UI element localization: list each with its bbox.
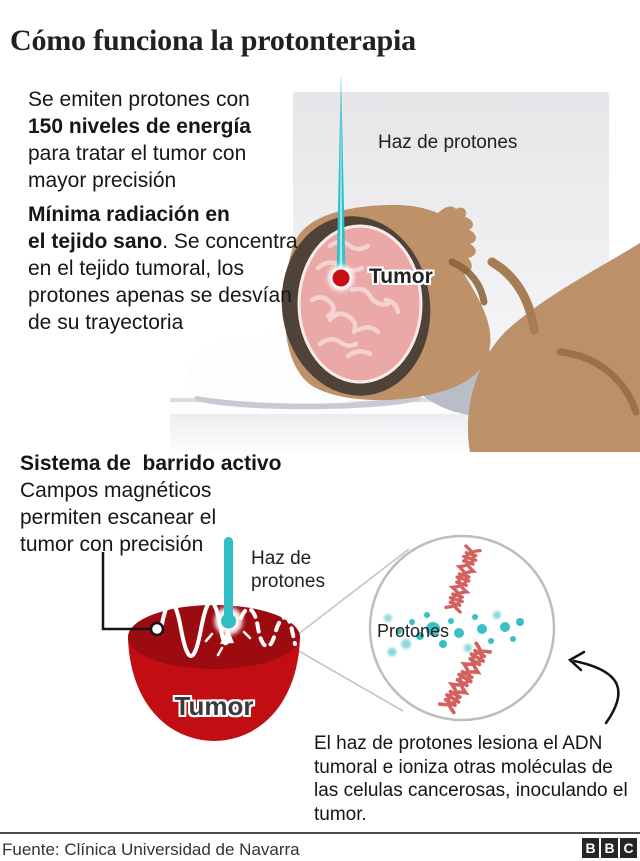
radiation-line-5: de su trayectoria xyxy=(28,311,184,334)
patient-head xyxy=(281,204,539,401)
beam-label-top: Haz de protones xyxy=(378,132,518,153)
bbc-logo-letter: B xyxy=(582,838,599,858)
neck-line xyxy=(487,257,539,335)
page-title: Cómo funciona la protonterapia xyxy=(10,24,416,57)
scan-line-2: Campos magnéticos xyxy=(20,479,212,502)
scan-line-3: permiten escanear el xyxy=(20,506,217,529)
intro-line-4: mayor precisión xyxy=(28,169,177,192)
caption-line-2: tumoral e ioniza otras moléculas de xyxy=(314,756,613,778)
caption-line-4: tumor. xyxy=(314,803,367,825)
patient-arm xyxy=(467,243,640,452)
neck-shadow xyxy=(402,347,640,430)
radiation-line-4: protones apenas se desvían xyxy=(28,284,292,307)
scan-title-bold: Sistema de barrido activo xyxy=(20,452,282,475)
connector-marker xyxy=(149,621,165,637)
intro-text-block: Se emiten protones con 150 niveles de en… xyxy=(28,86,251,194)
bbc-logo-letter: B xyxy=(601,838,618,858)
wave-arrowhead xyxy=(220,628,234,644)
proton-beam-top-icon xyxy=(334,72,348,276)
jaw-line xyxy=(448,258,488,306)
bbc-logo: B B C xyxy=(582,838,637,858)
arrow-curve-icon xyxy=(567,650,620,725)
intro-line-2-bold: 150 niveles de energía xyxy=(28,115,251,138)
scan-line-4: tumor con precisión xyxy=(20,533,204,556)
tumor-label-bottom: Tumor xyxy=(174,691,254,721)
source-credit: Fuente: Clínica Universidad de Navarra xyxy=(2,840,300,859)
dna-icon-bottom xyxy=(437,641,493,715)
radiation-line-3: en el tejido tumoral, los xyxy=(28,257,244,280)
bbc-logo-letter: C xyxy=(620,838,637,858)
dna-icon-top xyxy=(444,544,482,614)
radiation-line-1-bold: Mínima radiación en xyxy=(28,203,230,226)
footer-divider xyxy=(0,832,640,834)
scan-path-dashed xyxy=(239,607,297,649)
connector-line xyxy=(101,552,165,637)
caption-line-3: las celulas cancerosas, inoculando el xyxy=(314,780,628,801)
intro-line-1: Se emiten protones con xyxy=(28,88,250,111)
intro-line-3: para tratar el tumor con xyxy=(28,142,247,165)
radiation-line-2: el tejido sano. Se concentra xyxy=(28,230,298,253)
brain-folds xyxy=(309,239,401,359)
scan-text-block: Sistema de barrido activo Campos magnéti… xyxy=(20,450,281,558)
pillow xyxy=(186,332,424,410)
caption-line-1: El haz de protones lesiona el ADN xyxy=(314,733,603,754)
protons-label: Protones xyxy=(377,621,450,641)
beam-label-bottom: Haz de protones xyxy=(251,548,325,592)
impact-sparks xyxy=(204,630,252,657)
scan-path-wave xyxy=(159,599,297,659)
treatment-table xyxy=(170,398,640,456)
tumor-label-top: Tumor xyxy=(369,265,433,288)
radiation-text-block: Mínima radiación en el tejido sano. Se c… xyxy=(28,201,298,336)
caption-text-block: El haz de protones lesiona el ADN tumora… xyxy=(314,732,640,826)
tumor-dot-icon xyxy=(328,265,354,291)
brain xyxy=(297,224,423,384)
